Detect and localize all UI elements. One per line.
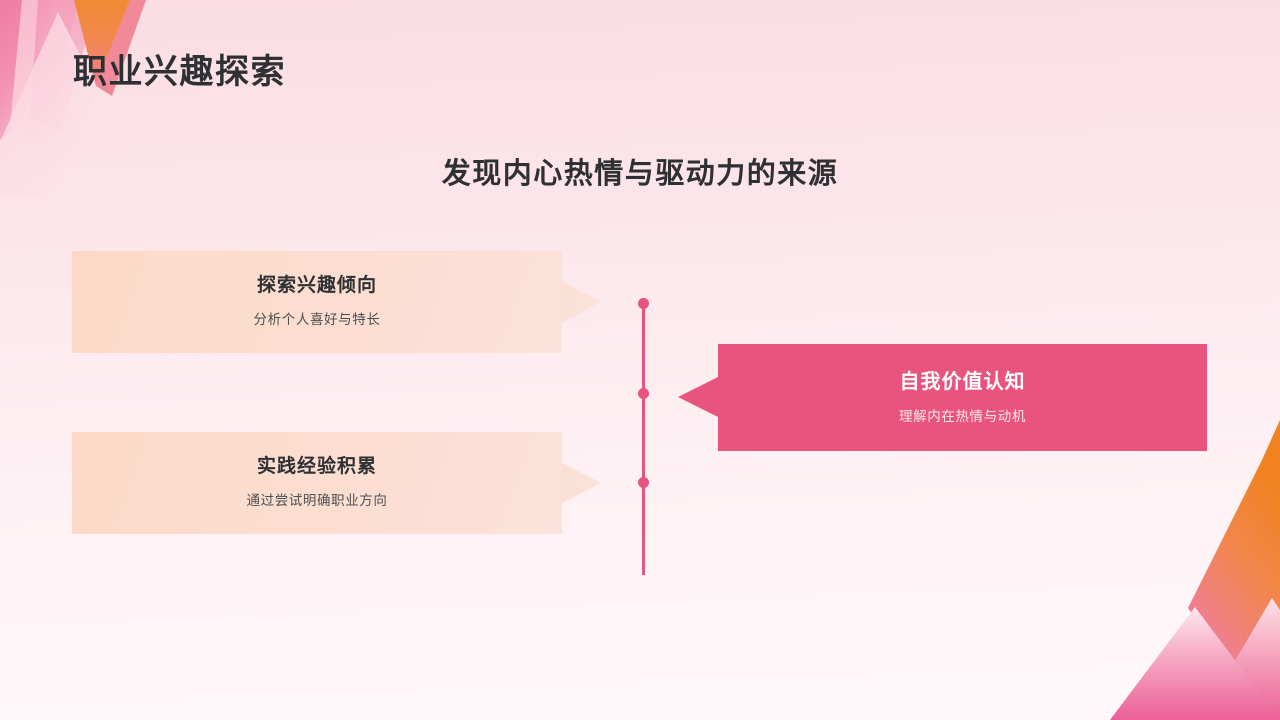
card-description: 分析个人喜好与特长 xyxy=(253,312,381,328)
page-title: 职业兴趣探索 xyxy=(73,53,286,91)
timeline-dot-3 xyxy=(637,477,649,488)
top-left-decoration xyxy=(0,0,146,196)
card-pointer-icon xyxy=(678,376,720,418)
card-background xyxy=(72,251,562,353)
card-description: 理解内在热情与动机 xyxy=(899,408,1026,424)
timeline-dot-2 xyxy=(637,388,649,399)
card-background xyxy=(72,432,562,534)
card-background xyxy=(718,344,1207,451)
bottom-right-decoration xyxy=(1110,420,1280,720)
card-practice-experience[interactable]: 实践经验积累 通过尝试明确职业方向 xyxy=(72,432,602,534)
card-pointer-icon xyxy=(561,281,601,323)
card-description: 通过尝试明确职业方向 xyxy=(246,493,388,509)
card-explore-interest[interactable]: 探索兴趣倾向 分析个人喜好与特长 xyxy=(72,251,602,353)
timeline-axis xyxy=(641,303,645,575)
page-subtitle: 发现内心热情与驱动力的来源 xyxy=(441,158,839,190)
card-self-value[interactable]: 自我价值认知 理解内在热情与动机 xyxy=(672,344,1207,451)
card-title: 自我价值认知 xyxy=(899,370,1026,393)
card-title: 实践经验积累 xyxy=(256,455,377,477)
timeline-dot-1 xyxy=(637,298,649,309)
card-pointer-icon xyxy=(561,462,601,504)
card-title: 探索兴趣倾向 xyxy=(256,274,377,296)
